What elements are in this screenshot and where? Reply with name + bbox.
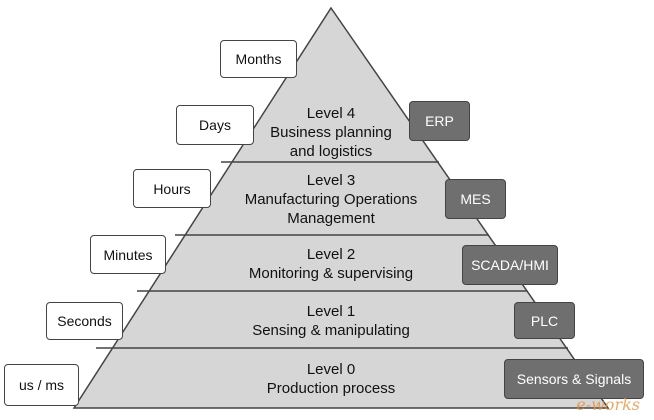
level-2-title: Level 2 <box>306 246 356 263</box>
level-4-label: Level 4 Business planning and logistics <box>270 104 392 161</box>
watermark-logo: e-works <box>576 395 640 414</box>
level-1-line1: Sensing & manipulating <box>252 322 410 339</box>
level-3-line2: Management <box>287 210 375 227</box>
level-4-line1: Business planning <box>270 124 392 141</box>
level-3-line1: Manufacturing Operations <box>244 191 418 208</box>
level-0-line1: Production process <box>266 380 396 397</box>
level-3-label: Level 3 Manufacturing Operations Managem… <box>245 171 418 228</box>
level-1-title: Level 1 <box>306 303 356 320</box>
level-2-line1: Monitoring & supervising <box>248 265 414 282</box>
system-scada-hmi: SCADA/HMI <box>462 245 558 285</box>
level-1-label: Level 1 Sensing & manipulating <box>252 302 410 340</box>
level-0-label: Level 0 Production process <box>267 360 395 398</box>
time-scale-us-ms: us / ms <box>4 364 79 406</box>
time-scale-seconds: Seconds <box>46 302 123 340</box>
level-4-line2: and logistics <box>289 143 373 160</box>
system-sensors-signals: Sensors & Signals <box>504 359 644 399</box>
level-0-title: Level 0 <box>306 361 356 378</box>
level-4-title: Level 4 <box>306 105 356 122</box>
level-2-label: Level 2 Monitoring & supervising <box>249 245 413 283</box>
level-3-title: Level 3 <box>306 172 356 189</box>
time-scale-hours: Hours <box>133 169 211 208</box>
time-scale-days: Days <box>176 105 254 145</box>
time-scale-months: Months <box>220 40 297 78</box>
system-erp: ERP <box>409 101 470 141</box>
system-plc: PLC <box>514 302 575 339</box>
time-scale-minutes: Minutes <box>90 235 166 274</box>
system-mes: MES <box>445 179 506 219</box>
